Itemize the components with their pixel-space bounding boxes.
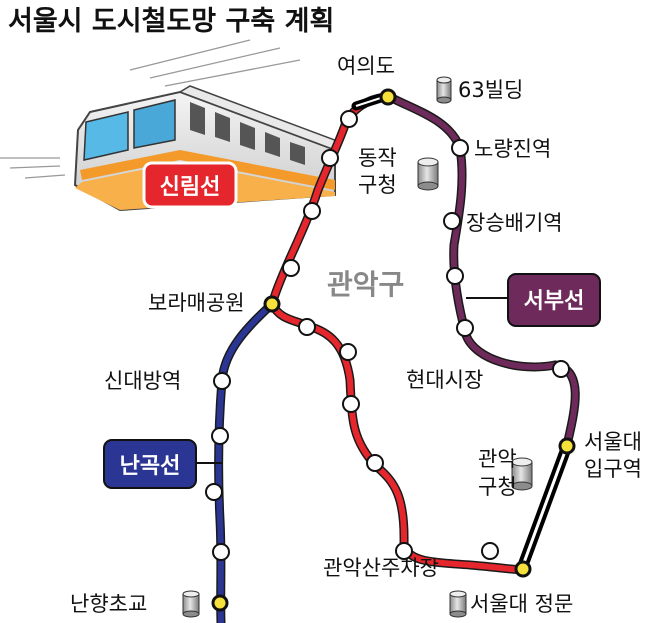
map-title: 서울시 도시철도망 구축 계획	[8, 6, 334, 37]
station-label-jangseungbaegi: 장승배기역	[466, 211, 563, 235]
station-marker	[205, 483, 223, 501]
transfer-boramae	[263, 295, 281, 313]
station-label-boramae: 보라매공원	[148, 291, 245, 315]
landmark-label-dongjak-2: 구청	[358, 173, 397, 197]
transfer-snu-entrance	[558, 437, 576, 455]
station-marker	[212, 543, 230, 561]
landmark-label-gwanak-1: 관악	[478, 447, 517, 471]
landmark-label-gwanak-2: 구청	[478, 475, 517, 499]
station-label-snu-entrance-2: 입구역	[584, 457, 642, 481]
station-marker	[340, 110, 358, 128]
station-marker	[451, 139, 469, 157]
station-label-yeouido: 여의도	[337, 54, 395, 78]
station-marker	[456, 319, 474, 337]
station-marker	[321, 149, 339, 167]
station-marker	[213, 372, 231, 390]
landmark-icon-snu-gate	[449, 590, 467, 618]
district-label: 관악구	[327, 268, 404, 301]
existing-line-snu	[516, 440, 573, 574]
station-label-nanhyang: 난향초교	[70, 592, 147, 616]
station-label-hyeondae-market: 현대시장	[406, 368, 483, 392]
station-marker	[443, 212, 461, 230]
station-marker	[339, 343, 357, 361]
station-marker	[446, 267, 464, 285]
station-label-sindaebang: 신대방역	[104, 369, 181, 393]
seobu-label-text: 서부선	[524, 289, 585, 314]
station-marker	[211, 427, 229, 445]
landmark-icon-nanhyang	[182, 590, 200, 618]
landmark-icon-dongjak	[417, 157, 439, 191]
station-marker	[298, 318, 316, 336]
nangok-label-text: 난곡선	[120, 454, 181, 479]
nangok-label: 난곡선	[103, 439, 222, 489]
transfer-nanhyang	[211, 594, 229, 612]
landmark-label-63: 63빌딩	[458, 78, 523, 102]
landmark-icon-gwanak	[511, 457, 533, 491]
landmark-icon-63	[436, 76, 452, 104]
landmark-label-dongjak-1: 동작	[358, 146, 397, 170]
landmark-label-snu-gate: 서울대 정문	[470, 592, 573, 616]
sillim-label: 신림선	[142, 161, 238, 209]
station-marker	[342, 395, 360, 413]
transfer-markers	[211, 88, 576, 612]
station-markers	[205, 110, 570, 561]
seobu-label: 서부선	[466, 273, 601, 327]
station-marker	[552, 360, 570, 378]
transfer-yeouido	[379, 88, 397, 106]
station-label-gwanak-parking: 관악산주차장	[323, 556, 439, 580]
station-marker	[395, 542, 413, 560]
station-label-noryangjin: 노량진역	[474, 137, 551, 161]
station-marker	[481, 542, 499, 560]
station-marker	[303, 202, 321, 220]
station-marker	[282, 259, 300, 277]
transfer-gwanak-parking	[514, 560, 532, 578]
sillim-label-text: 신림선	[160, 175, 221, 200]
station-marker	[366, 454, 384, 472]
nangok-line	[214, 299, 277, 623]
station-label-snu-entrance-1: 서울대	[584, 430, 642, 454]
